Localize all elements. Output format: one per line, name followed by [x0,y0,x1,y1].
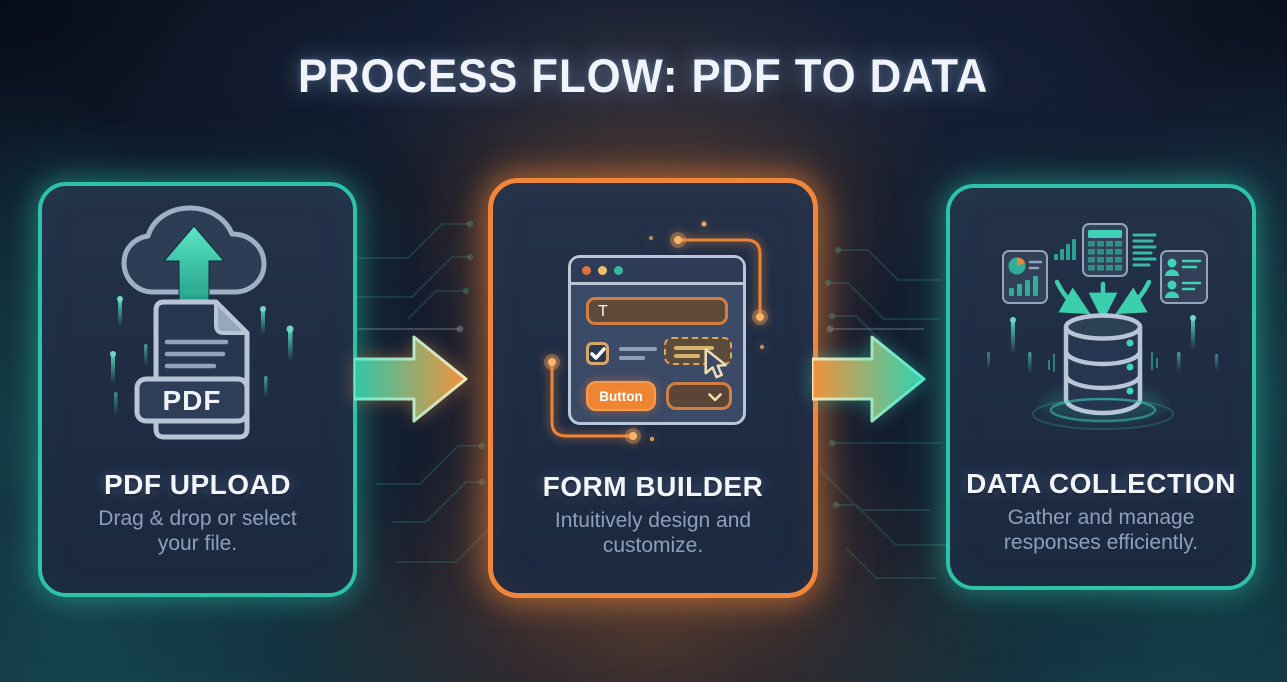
database-collect-icon [987,223,1218,430]
checkmark-icon [589,346,606,360]
glow-base [1041,386,1165,422]
pdf-badge-label: PDF [163,385,222,416]
database-icon [1063,313,1143,416]
cloud-shape [121,205,267,295]
form-window-icon: T Button [568,255,746,425]
step-card-form-builder: T Button [488,178,818,598]
chevron-down-icon [708,393,722,402]
dropdown-element [666,382,732,410]
pdf-document [153,299,250,440]
step-subtitle: Gather and manage responses efficiently. [1003,506,1199,554]
pie-chart-icon [1008,257,1026,275]
window-dot-red [582,265,591,275]
step-subtitle: Drag & drop or select your file. [98,507,297,555]
chart-card-icon [1002,250,1048,304]
glow-particles [110,296,294,416]
pdf-badge [134,376,250,424]
step-card-data-collection: DATA COLLECTION Gather and manage respon… [946,184,1256,590]
equalizer-ticks [1048,352,1158,372]
text-lines-icon [1132,233,1157,267]
checkbox-element [586,342,609,365]
spreadsheet-icon [1082,223,1128,277]
cloud-upload-pdf-icon: PDF [110,205,294,440]
window-dot-yellow [598,265,607,275]
flow-arrows [1054,279,1152,322]
placeholder-line [674,354,700,358]
checkbox-label-line [619,356,645,360]
arrow-step2-to-step3 [812,335,926,423]
arrow-step1-to-step2 [354,335,468,423]
document-text-lines [164,339,229,369]
window-dot-teal [614,265,623,275]
page-title: PROCESS FLOW: PDF TO DATA [298,49,989,102]
checkbox-label-line [619,347,657,351]
mouse-cursor-icon [704,348,727,379]
window-titlebar [571,258,743,285]
upload-arrow [162,225,226,315]
text-field-element: T [586,297,728,325]
button-element: Button [586,381,656,411]
bar-chart-icon [1009,276,1038,296]
document-fold [214,300,249,335]
step-card-pdf-upload: PDF PDF UPLOAD Drag & drop or select you… [38,182,357,597]
step-title: DATA COLLECTION [966,468,1236,499]
mini-bars-icon [1054,239,1076,260]
glow-particles [987,315,1218,374]
user-profiles-icon [1160,250,1208,304]
glow-rings [1032,397,1174,430]
step-title: PDF UPLOAD [104,469,291,500]
